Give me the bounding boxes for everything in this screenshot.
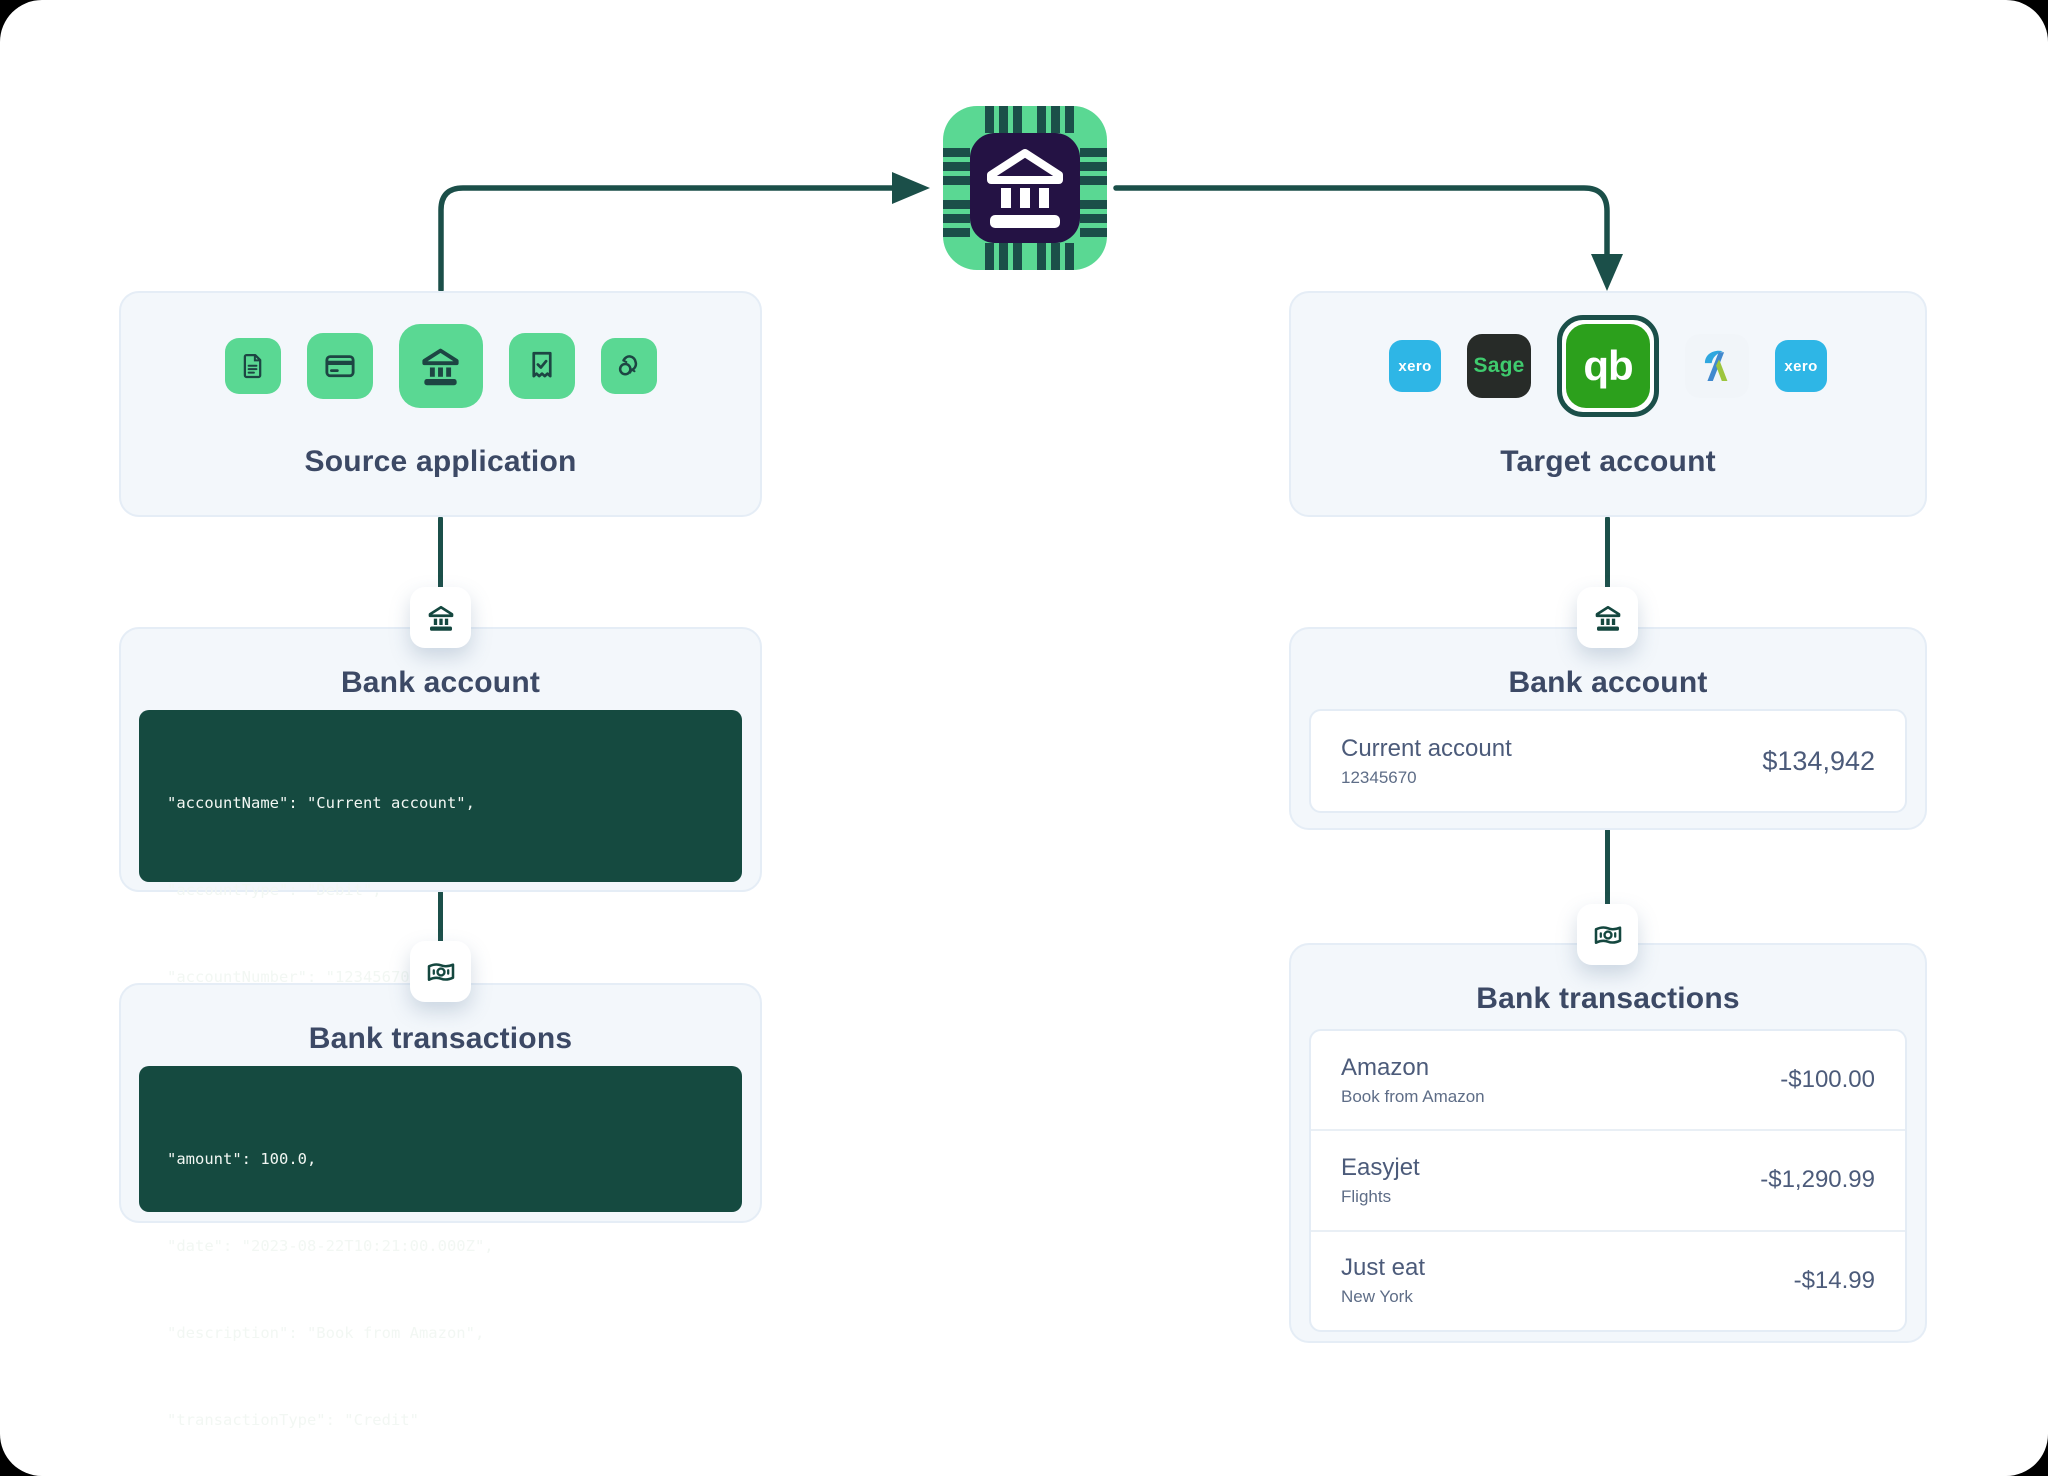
source-bank-account-panel: Bank account "accountName": "Current acc…: [119, 627, 762, 1160]
transaction-description: Book from Amazon: [1341, 1086, 1485, 1106]
transaction-merchant: Easyjet: [1341, 1153, 1420, 1181]
transaction-description: Flights: [1341, 1186, 1392, 1206]
connector-line: [438, 890, 443, 946]
credit-card-tile: [306, 333, 373, 399]
sage-logo: Sage: [1467, 334, 1531, 398]
connector-line: [1605, 828, 1610, 908]
sync-tile: [600, 338, 657, 394]
quickbooks-logo: qb: [1566, 324, 1650, 408]
target-apps-row: xero Sage qb xero: [1291, 315, 1925, 417]
transactions-badge: [1577, 904, 1638, 965]
source-icons-row: [121, 324, 760, 408]
bank-transactions-title: Bank transactions: [1476, 982, 1740, 1015]
connector-line: [1605, 516, 1610, 590]
document-tile: [224, 338, 281, 394]
credit-card-icon: [322, 348, 358, 384]
transaction-info: Just eat New York: [1341, 1254, 1425, 1307]
transaction-row: Easyjet Flights -$1,290.99: [1311, 1129, 1905, 1229]
quickbooks-selected-ring: qb: [1557, 315, 1659, 417]
target-bank-transactions-panel: Bank transactions Amazon Book from Amazo…: [1289, 943, 1927, 1343]
code-line: "date": "2023-08-22T10:21:00.000Z",: [167, 1237, 494, 1255]
target-account-panel: xero Sage qb xero Target account: [1289, 291, 1927, 517]
transaction-description: New York: [1341, 1287, 1413, 1307]
bank-account-json: "accountName": "Current account", "accou…: [139, 710, 742, 1160]
account-info: Current account 12345670: [1341, 735, 1512, 788]
bank-transactions-title: Bank transactions: [308, 1022, 573, 1055]
code-line: "accountType": "Debit",: [167, 881, 382, 899]
code-line: "accountNumber": "12345670",: [167, 968, 429, 986]
source-panel-title: Source application: [304, 445, 577, 478]
transaction-amount: -$100.00: [1780, 1066, 1875, 1094]
bank-tile: [398, 324, 483, 408]
transaction-merchant: Just eat: [1341, 1254, 1426, 1282]
bank-chip-icon: [935, 98, 1115, 278]
transaction-row: Amazon Book from Amazon -$100.00: [1311, 1031, 1905, 1129]
transaction-info: Easyjet Flights: [1341, 1154, 1420, 1207]
transactions-badge: [410, 941, 471, 1002]
bank-icon: [1592, 602, 1624, 634]
bank-icon: [417, 343, 464, 390]
transaction-merchant: Amazon: [1341, 1053, 1430, 1081]
bank-account-title: Bank account: [340, 666, 541, 699]
xero-logo: xero: [1775, 340, 1827, 392]
code-line: "transactionType": "Credit": [167, 1411, 419, 1429]
freeagent-logo: [1697, 346, 1737, 386]
transaction-row: Just eat New York -$14.99: [1311, 1229, 1905, 1330]
account-balance: $134,942: [1762, 745, 1875, 776]
source-bank-transactions-panel: Bank transactions "amount": 100.0, "date…: [119, 983, 762, 1429]
receipt-check-icon: [524, 348, 560, 384]
sync-icon: [614, 351, 644, 381]
code-line: "description": "Book from Amazon",: [167, 1324, 485, 1342]
source-application-panel: Source application: [119, 291, 762, 517]
bank-transactions-json: "amount": 100.0, "date": "2023-08-22T10:…: [139, 1066, 742, 1429]
banknote-icon: [1592, 919, 1624, 951]
bank-badge: [410, 587, 471, 648]
bank-icon: [425, 602, 457, 634]
account-name: Current account: [1341, 734, 1512, 762]
account-card: Current account 12345670 $134,942: [1309, 709, 1907, 813]
connector-line: [438, 516, 443, 590]
target-panel-title: Target account: [1500, 445, 1716, 478]
xero-logo: xero: [1389, 340, 1441, 392]
banknote-icon: [425, 956, 457, 988]
bank-account-title: Bank account: [1508, 666, 1708, 699]
code-line: "accountName": "Current account",: [167, 794, 475, 812]
receipt-tile: [508, 333, 575, 399]
bank-badge: [1577, 587, 1638, 648]
transaction-info: Amazon Book from Amazon: [1341, 1054, 1485, 1107]
document-icon: [238, 351, 268, 381]
transaction-amount: -$1,290.99: [1760, 1166, 1875, 1194]
code-line: "amount": 100.0,: [167, 1150, 317, 1168]
target-bank-account-panel: Bank account Current account 12345670 $1…: [1289, 627, 1927, 830]
account-number: 12345670: [1341, 767, 1417, 787]
transactions-card: Amazon Book from Amazon -$100.00 Easyjet…: [1309, 1029, 1907, 1332]
freeagent-tile: [1685, 334, 1749, 398]
transaction-amount: -$14.99: [1793, 1266, 1875, 1294]
